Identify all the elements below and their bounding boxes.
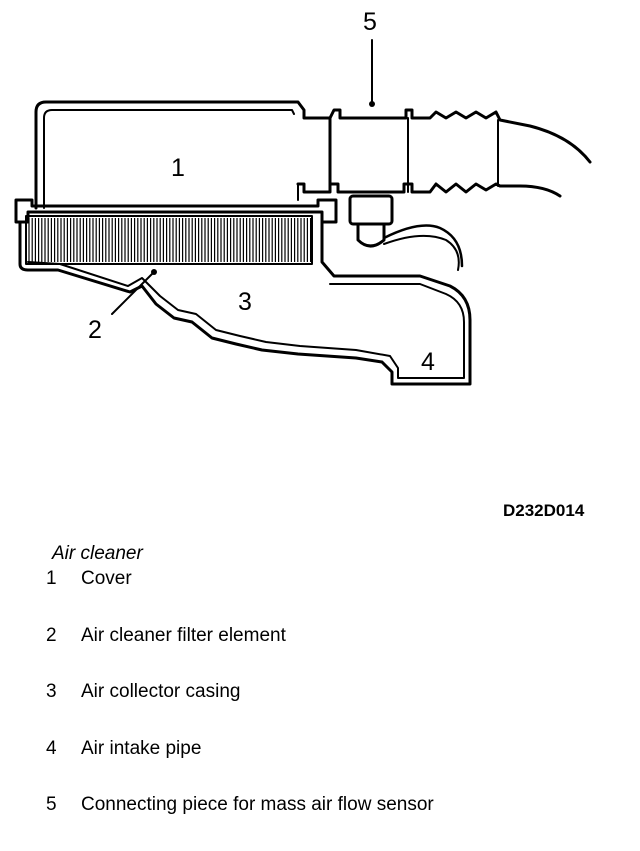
callout-4: 4: [421, 348, 435, 376]
intake-pipe: [328, 108, 592, 186]
casing-outline: [18, 220, 472, 386]
legend-item: 3 Air collector casing: [46, 681, 434, 738]
filter-pleats: [28, 218, 312, 262]
legend-item: 2 Air cleaner filter element: [46, 625, 434, 682]
legend-number: 3: [46, 681, 57, 702]
figure-code: D232D014: [503, 501, 585, 520]
legend-item: 5 Connecting piece for mass air flow sens…: [46, 794, 434, 851]
legend-label: Air collector casing: [81, 681, 241, 702]
cover-outline: [34, 100, 332, 210]
cover-rim: [14, 198, 338, 224]
cover-inner: [43, 109, 295, 209]
legend-item: 1 Cover: [46, 568, 434, 625]
legend-number: 2: [46, 624, 57, 646]
callout-5: 5: [363, 8, 377, 36]
casing-inner: [27, 261, 465, 379]
legend-number: 4: [46, 737, 57, 759]
legend-label: Connecting piece for mass air flow senso…: [81, 794, 434, 815]
legend-item: 4 Air intake pipe: [46, 738, 434, 795]
leader-line-2: [111, 271, 155, 315]
intake-pipe-lower: [296, 182, 562, 198]
legend-title: Air cleaner: [52, 543, 143, 564]
sensor-plug: [356, 222, 386, 248]
sensor-cable-2: [383, 234, 460, 271]
sensor-cable: [382, 224, 464, 268]
callout-2: 2: [88, 316, 102, 344]
legend-label: Air intake pipe: [81, 737, 202, 759]
legend-label: Cover: [81, 568, 132, 589]
leader-dot-2: [151, 269, 157, 275]
sensor-connector: [348, 194, 394, 226]
filter-frame: [25, 215, 313, 265]
callout-3: 3: [238, 288, 252, 316]
air-cleaner-diagram: 1 2 3 4 5: [14, 8, 592, 386]
callout-1: 1: [171, 154, 185, 182]
legend-label: Air cleaner filter element: [81, 624, 286, 646]
legend-number: 1: [46, 568, 57, 589]
leader-dot-5: [369, 101, 375, 107]
legend-number: 5: [46, 794, 57, 815]
